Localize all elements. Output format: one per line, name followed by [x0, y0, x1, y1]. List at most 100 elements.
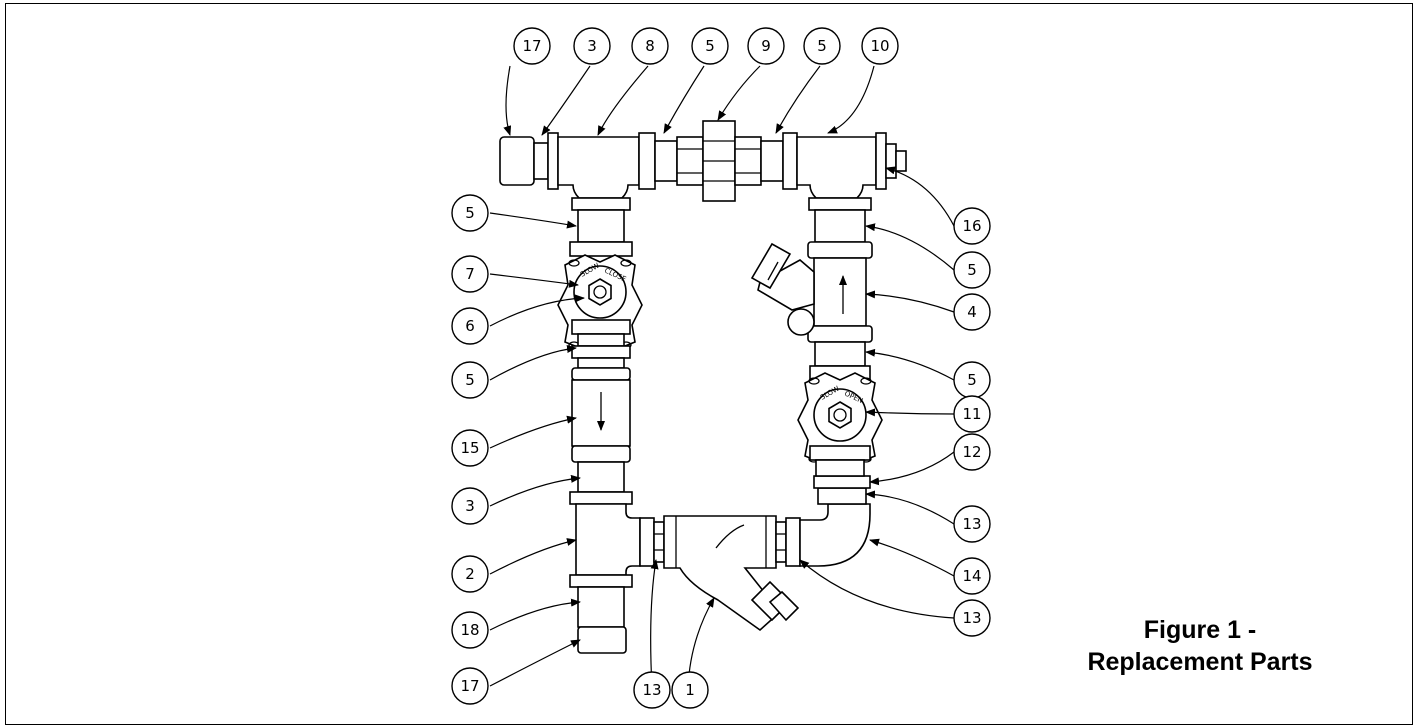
- tee-bottom-collar-bottom: [569, 574, 633, 588]
- left-nipple-18: [577, 586, 625, 628]
- callout-1: 1: [671, 671, 709, 709]
- bottom-hex-left: [653, 521, 665, 563]
- svg-text:13: 13: [962, 515, 981, 533]
- tee-bottom-collar-top: [569, 491, 633, 505]
- svg-text:18: 18: [460, 621, 479, 639]
- check-valve: [571, 367, 631, 463]
- bottom-hex-right: [775, 521, 787, 563]
- callout-3-left: 3: [451, 487, 489, 525]
- top-pipe-run: [499, 120, 907, 202]
- callout-16: 16: [953, 207, 991, 245]
- caption-line-1: Figure 1 -: [1143, 616, 1257, 644]
- svg-text:5: 5: [465, 371, 475, 389]
- callout-5-right-b: 5: [953, 361, 991, 399]
- leader-lines: [489, 65, 955, 689]
- right-nipple-bottom: [815, 459, 865, 477]
- left-nipple-3: [577, 461, 625, 493]
- right-nipple-upper: [814, 209, 866, 243]
- left-pipe-run: SLOW CLOSE: [557, 197, 643, 654]
- bottom-collar-right: [785, 517, 801, 567]
- svg-text:10: 10: [870, 37, 889, 55]
- tee-bottom-left: [575, 503, 641, 576]
- callouts: 17 3 8 5 9 5 10 5 7 6 5 15 3 2 18 17 13 …: [451, 27, 991, 709]
- y-strainer-right: [750, 241, 873, 343]
- svg-text:3: 3: [587, 37, 597, 55]
- callout-8: 8: [631, 27, 669, 65]
- callout-11: 11: [953, 395, 991, 433]
- callout-5-top-b: 5: [803, 27, 841, 65]
- nipple-top-right: [760, 140, 784, 182]
- bushing-12: [813, 475, 871, 489]
- tee-top-left: [557, 136, 640, 199]
- plug-hex: [885, 143, 897, 179]
- callout-9: 9: [747, 27, 785, 65]
- svg-text:9: 9: [761, 37, 771, 55]
- right-pipe-run: SLOW OPEN: [750, 197, 883, 477]
- svg-text:17: 17: [522, 37, 541, 55]
- union-right-hex: [734, 136, 762, 186]
- plug-collar: [875, 132, 887, 190]
- callout-13-bottom-left: 13: [633, 671, 671, 709]
- callout-17-bottom: 17: [451, 667, 489, 705]
- nipple-top-mid: [654, 140, 678, 182]
- left-nipple-upper: [577, 209, 625, 243]
- right-valve-hex-bottom: [809, 445, 871, 461]
- svg-text:3: 3: [465, 497, 475, 515]
- callout-14: 14: [953, 557, 991, 595]
- left-nipple-lower-collar: [571, 345, 631, 359]
- left-valve-hex-bottom: [571, 319, 631, 335]
- svg-text:17: 17: [460, 677, 479, 695]
- end-cap-top: [499, 136, 535, 186]
- end-cap-bottom: [577, 626, 627, 654]
- nipple-top-left: [533, 142, 549, 180]
- svg-text:8: 8: [645, 37, 655, 55]
- bushing-13: [817, 487, 867, 505]
- callout-10: 10: [861, 27, 899, 65]
- tee-collar-right: [638, 132, 656, 190]
- callout-5-top-a: 5: [691, 27, 729, 65]
- svg-text:1: 1: [685, 681, 695, 699]
- bottom-pipe-run: [639, 475, 871, 632]
- svg-text:13: 13: [642, 681, 661, 699]
- left-nipple-collar-top: [571, 197, 631, 211]
- svg-text:2: 2: [465, 565, 475, 583]
- svg-text:5: 5: [705, 37, 715, 55]
- callout-15: 15: [451, 429, 489, 467]
- svg-text:16: 16: [962, 217, 981, 235]
- figure-caption: Figure 1 - Replacement Parts: [1000, 614, 1400, 678]
- callout-17-top: 17: [513, 27, 551, 65]
- left-nipple-lower-b: [577, 357, 625, 369]
- svg-text:5: 5: [967, 371, 977, 389]
- svg-text:11: 11: [962, 405, 981, 423]
- figure-frame: [5, 3, 1413, 725]
- callout-3-top: 3: [573, 27, 611, 65]
- callout-12: 12: [953, 433, 991, 471]
- right-collar-top: [808, 197, 872, 211]
- svg-text:6: 6: [465, 317, 475, 335]
- tee-right-collar: [782, 132, 798, 190]
- elbow-14: [799, 503, 871, 567]
- y-strainer-bottom: [663, 515, 800, 632]
- callout-5-left-a: 5: [451, 194, 489, 232]
- right-gate-valve: SLOW OPEN: [797, 372, 883, 465]
- callout-4: 4: [953, 293, 991, 331]
- svg-text:4: 4: [967, 303, 977, 321]
- tee-collar-left: [547, 132, 559, 190]
- bottom-collar-left: [639, 517, 655, 567]
- callout-13-right-a: 13: [953, 505, 991, 543]
- svg-text:5: 5: [967, 261, 977, 279]
- right-nipple-lower: [814, 341, 866, 367]
- callout-7: 7: [451, 255, 489, 293]
- svg-text:5: 5: [465, 204, 475, 222]
- svg-text:12: 12: [962, 443, 981, 461]
- svg-text:5: 5: [817, 37, 827, 55]
- svg-text:7: 7: [465, 265, 475, 283]
- callout-2: 2: [451, 555, 489, 593]
- svg-text:13: 13: [962, 609, 981, 627]
- callout-13-right-b: 13: [953, 599, 991, 637]
- svg-text:14: 14: [962, 567, 981, 585]
- left-nipple-lower-a: [577, 333, 625, 347]
- plug-head: [895, 150, 907, 172]
- tee-top-right: [796, 136, 877, 199]
